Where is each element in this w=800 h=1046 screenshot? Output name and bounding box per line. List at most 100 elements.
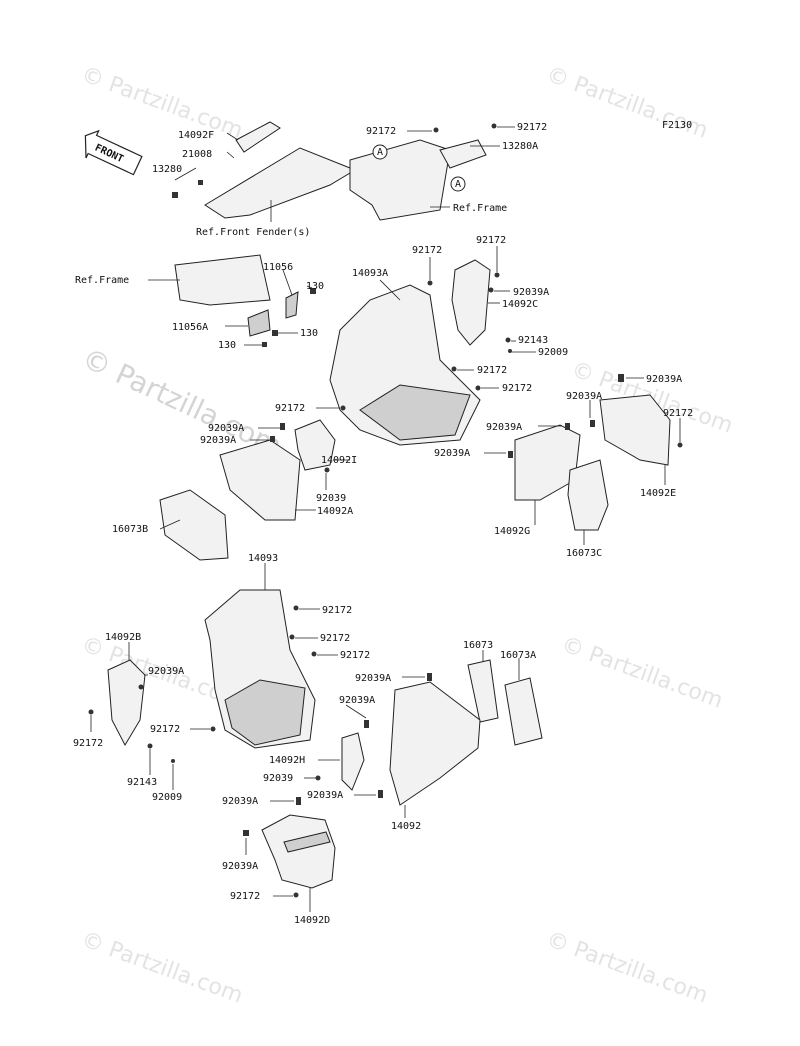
bolt-92039A-k [378, 790, 383, 798]
bolt-92009-a [508, 349, 512, 353]
watermark-mid-right: © Partzilla.com [558, 632, 726, 714]
label-92172-g: 92172 [275, 403, 305, 414]
bolt-92172-l [88, 709, 94, 715]
bolt-92172-e [451, 366, 457, 372]
bolt-92039-a [324, 467, 330, 473]
label-13280: 13280 [152, 164, 182, 175]
bolt-92172-i [293, 605, 299, 611]
label-ref-frame-1: Ref.Frame [453, 203, 507, 214]
label-92172-e: 92172 [477, 365, 507, 376]
label-130-b: 130 [300, 328, 318, 339]
watermark-bottom-right: © Partzilla.com [543, 927, 711, 1009]
floorboard-left-group: 14093 92172 92172 92172 14092B 92039A 92… [73, 553, 370, 803]
label-13280A: 13280A [502, 141, 538, 152]
label-21008: 21008 [182, 149, 212, 160]
front-arrow: FRONT [84, 129, 143, 176]
bolt-92039A-l [296, 797, 301, 805]
label-92172-l: 92172 [73, 738, 103, 749]
bolt-92172-f [475, 385, 481, 391]
bolt-92172-c [427, 280, 433, 286]
bolt-130-a [310, 288, 316, 294]
label-92172-top-b: 92172 [517, 122, 547, 133]
label-92039A-a: 92039A [513, 287, 549, 298]
bolt-92172-top-a [433, 127, 439, 133]
label-130-a: 130 [306, 281, 324, 292]
label-92009-b: 92009 [152, 792, 182, 803]
bolt-92039A-b [280, 423, 285, 430]
label-92039A-e: 92039A [566, 391, 602, 402]
part-14092F [235, 121, 281, 153]
label-14093: 14093 [248, 553, 278, 564]
bolt-92172-n [293, 892, 299, 898]
label-14092G: 14092G [494, 526, 530, 537]
label-92039A-k: 92039A [307, 790, 343, 801]
part-16073B [159, 489, 229, 561]
bolt-92172-j [289, 634, 295, 640]
bottom-guard-group: 92039A 92039A 92172 14092D [222, 796, 336, 926]
label-11056A: 11056A [172, 322, 208, 333]
label-16073B: 16073B [112, 524, 148, 535]
part-16073C [567, 459, 609, 531]
ref-frame-left [174, 254, 271, 306]
label-92039-a: 92039 [316, 493, 346, 504]
bolt-92172-h [677, 442, 683, 448]
bolt-92039A-e [590, 420, 595, 427]
part-14092I [294, 419, 336, 471]
label-92172-i: 92172 [322, 605, 352, 616]
bolt-130-b [272, 330, 278, 336]
label-92172-n: 92172 [230, 891, 260, 902]
watermark-top-left: © Partzilla.com [78, 62, 246, 144]
ref-frame-top [349, 139, 451, 221]
frame-left-group: Ref.Frame 11056 130 11056A 130 130 [75, 254, 324, 351]
label-16073C: 16073C [566, 548, 602, 559]
left-mid-guard-group: 92039A 92039A 14092I 92039 14092A 16073B [112, 419, 357, 561]
label-16073A: 16073A [500, 650, 536, 661]
label-130-c: 130 [218, 340, 236, 351]
bolt-92009-b [171, 759, 175, 763]
watermark-top-right: © Partzilla.com [543, 62, 711, 144]
label-92039A-d: 92039A [646, 374, 682, 385]
figure-code: F2130 [662, 120, 692, 131]
right-mid-guard-group: 92039A 92039A 92039A 92039A 92172 14092E… [434, 374, 693, 559]
bolt-92039A-h [138, 684, 144, 690]
callout-A-2-text: A [455, 179, 461, 190]
label-92172-k: 92172 [340, 650, 370, 661]
bolt-92143-b [147, 743, 153, 749]
bolt-92039A-j [364, 720, 369, 728]
label-92143-a: 92143 [518, 335, 548, 346]
part-16073 [467, 659, 499, 723]
bolt-92039-b [315, 775, 321, 781]
label-92039A-c: 92039A [200, 435, 236, 446]
label-92172-f: 92172 [502, 383, 532, 394]
part-16073A [504, 677, 543, 746]
bolt-92172-top-b [491, 123, 497, 129]
frame-top-right-group: A A 92172 92172 13280A Ref.Frame [349, 122, 547, 221]
clip-21008 [198, 180, 203, 185]
part-14092A [219, 439, 301, 521]
bolt-92172-d [494, 272, 500, 278]
part-14093A-mat [359, 384, 471, 441]
label-14092F: 14092F [178, 130, 214, 141]
bolt-92039A-a [488, 287, 494, 293]
label-14092A: 14092A [317, 506, 353, 517]
part-14092B [107, 659, 146, 747]
bolt-92039A-g [508, 451, 513, 458]
label-92039A-h: 92039A [148, 666, 184, 677]
part-14092E [599, 394, 671, 466]
label-92172-h: 92172 [663, 408, 693, 419]
label-92172-d: 92172 [476, 235, 506, 246]
label-14092I: 14092I [321, 455, 357, 466]
label-92039A-b: 92039A [208, 423, 244, 434]
label-92143-b: 92143 [127, 777, 157, 788]
part-13280A [439, 139, 487, 169]
label-92039A-j: 92039A [339, 695, 375, 706]
bolt-92172-m [210, 726, 216, 732]
lower-right-guard-group: 16073 16073A 92039A 92039A 14092H 92039 … [263, 640, 543, 832]
label-92039A-l: 92039A [222, 796, 258, 807]
label-92009-a: 92009 [538, 347, 568, 358]
callout-A-2 [450, 176, 466, 192]
bolt-13280 [172, 192, 178, 198]
part-14093-mat [224, 679, 306, 746]
label-92039-b: 92039 [263, 773, 293, 784]
